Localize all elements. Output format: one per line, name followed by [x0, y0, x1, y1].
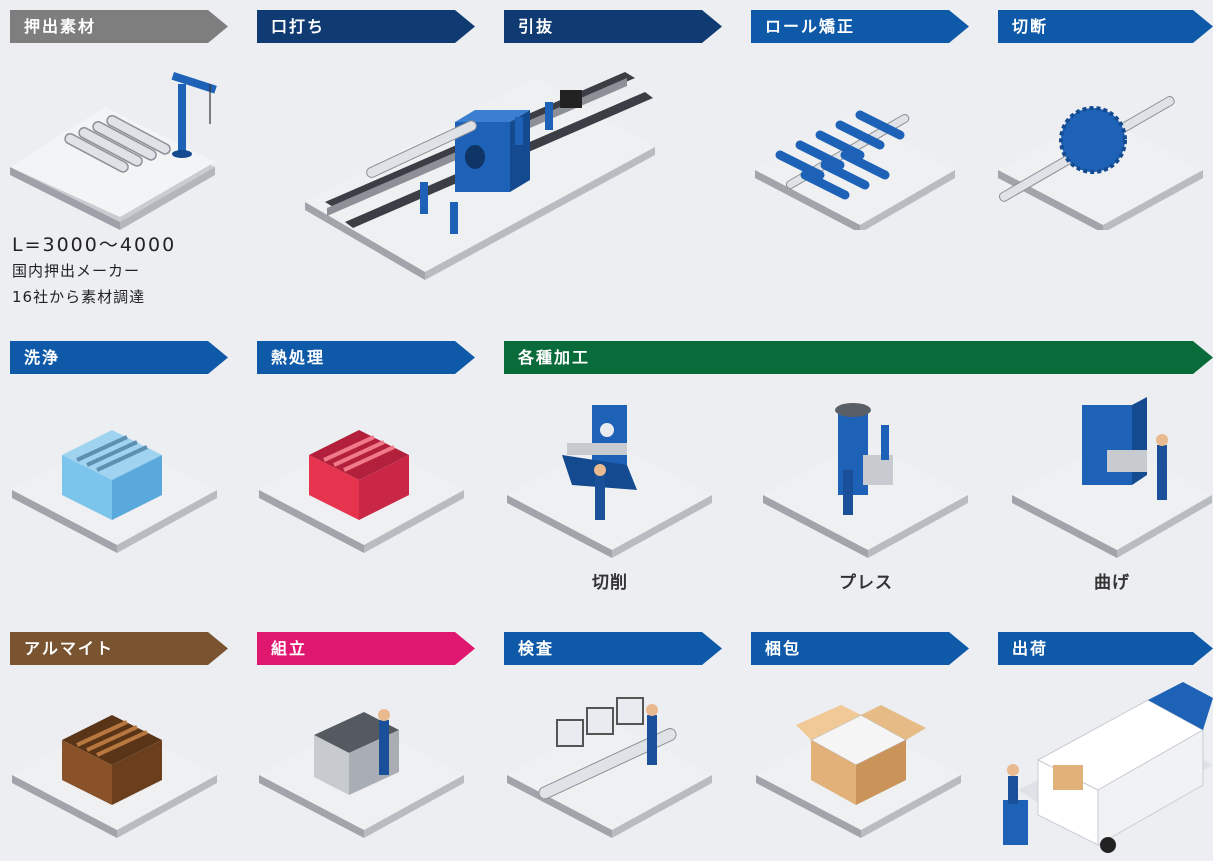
- step-drawing: 引抜: [504, 10, 722, 43]
- length-spec: L=3000〜4000: [12, 234, 177, 256]
- step-shipping: 出荷: [998, 632, 1213, 665]
- step-heat-treatment: 熱処理: [257, 341, 475, 374]
- step-anodizing: アルマイト: [10, 632, 228, 665]
- assembly-illustration: [259, 709, 464, 838]
- cutting-saw-illustration: [998, 95, 1203, 230]
- press-label: プレス: [839, 573, 893, 593]
- step-assembly: 組立: [257, 632, 475, 665]
- washing-tank-illustration: [12, 430, 217, 553]
- cutting-machine-illustration: [507, 405, 712, 558]
- supplier-text: 国内押出メーカー: [12, 262, 141, 280]
- bending-label: 曲げ: [1094, 573, 1130, 593]
- step-cutting: 切断: [998, 10, 1213, 43]
- step-various-processing: 各種加工: [504, 341, 1213, 374]
- heat-treatment-furnace-illustration: [259, 430, 464, 553]
- step-pointing: 口打ち: [257, 10, 475, 43]
- supplier-count-text: 16社から素材調達: [12, 288, 146, 306]
- step-washing: 洗浄: [10, 341, 228, 374]
- material-note: L=3000〜4000 国内押出メーカー 16社から素材調達: [12, 232, 176, 310]
- roll-straightening-illustration: [755, 110, 955, 230]
- inspection-illustration: [507, 697, 712, 838]
- extrusion-material-illustration: [10, 72, 217, 230]
- step-packing: 梱包: [751, 632, 969, 665]
- anodizing-tank-illustration: [12, 715, 217, 838]
- bending-machine-illustration: [1012, 397, 1212, 558]
- packing-box-illustration: [756, 705, 961, 838]
- step-inspection: 検査: [504, 632, 722, 665]
- shipping-truck-illustration: [1003, 682, 1213, 853]
- step-extrusion-material: 押出素材: [10, 10, 228, 43]
- cutting-label: 切削: [592, 573, 628, 593]
- step-roll-straightening: ロール矯正: [751, 10, 969, 43]
- press-machine-illustration: [763, 403, 968, 558]
- pointing-machine-illustration: [305, 72, 655, 280]
